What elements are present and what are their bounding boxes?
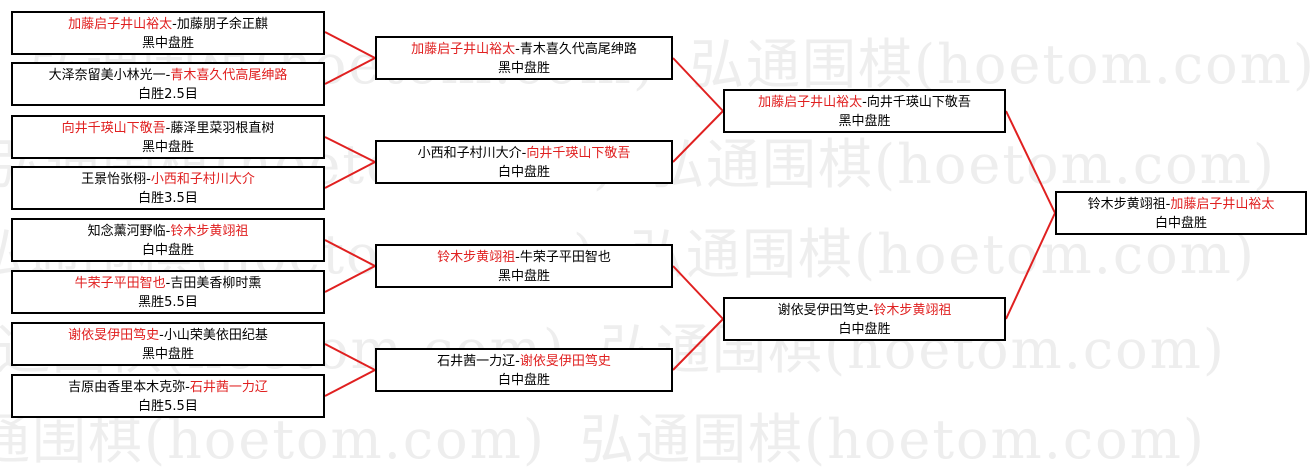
match-players: 吉原由香里本木克弥-石井茜一力辽	[68, 380, 268, 395]
bracket-connectors	[324, 31, 1056, 397]
match-result: 黑胜5.5目	[138, 295, 198, 310]
match-box: 知念薰河野临-铃木步黄翊祖 白中盘胜	[11, 218, 325, 262]
winner-pair: 青木喜久代高尾绅路	[170, 68, 288, 83]
loser-pair: 王景怡张栩	[81, 172, 147, 187]
match-result: 白中盘胜	[497, 165, 550, 180]
match-players: 王景怡张栩-小西和子村川大介	[81, 172, 255, 187]
match-result: 黑中盘胜	[141, 36, 194, 51]
loser-pair: 向井千瑛山下敬吾	[866, 95, 971, 110]
match-result: 白中盘胜	[1154, 216, 1207, 231]
loser-pair: 吉田美香柳时熏	[170, 276, 262, 291]
match-result: 白中盘胜	[497, 373, 550, 388]
loser-pair: 铃木步黄翊祖	[1087, 197, 1166, 212]
loser-pair: 藤泽里菜羽根直树	[170, 121, 275, 136]
winner-pair: 加藤启子井山裕太	[411, 42, 516, 57]
loser-pair: 知念薰河野临	[87, 224, 166, 239]
match-players: 石井茜一力辽-谢依旻伊田笃史	[437, 354, 611, 369]
winner-pair: 谢依旻伊田笃史	[519, 354, 611, 369]
match-players: 牛荣子平田智也-吉田美香柳时熏	[74, 276, 262, 291]
loser-pair: 小西和子村川大介	[417, 146, 522, 161]
match-players: 小西和子村川大介-向井千瑛山下敬吾	[417, 146, 631, 161]
connector-line	[324, 369, 376, 397]
winner-pair: 向井千瑛山下敬吾	[61, 121, 166, 136]
connector-line	[672, 110, 724, 163]
winner-pair: 铃木步黄翊祖	[873, 303, 952, 318]
winner-pair: 向井千瑛山下敬吾	[526, 146, 631, 161]
match-box: 向井千瑛山下敬吾-藤泽里菜羽根直树 黑中盘胜	[11, 115, 325, 159]
match-result: 黑中盘胜	[838, 114, 891, 129]
loser-pair: 谢依旻伊田笃史	[777, 303, 869, 318]
loser-pair: 牛荣子平田智也	[519, 250, 611, 265]
match-result: 黑中盘胜	[497, 61, 550, 76]
match-box: 大泽奈留美小林光一-青木喜久代高尾绅路 白胜2.5目	[11, 62, 325, 106]
connector-line	[324, 136, 376, 163]
match-result: 白中盘胜	[838, 322, 891, 337]
winner-pair: 加藤启子井山裕太	[758, 95, 863, 110]
winner-pair: 加藤启子井山裕太	[68, 17, 173, 32]
match-box: 谢依旻伊田笃史-小山荣美依田纪基 黑中盘胜	[11, 322, 325, 366]
winner-pair: 牛荣子平田智也	[74, 276, 166, 291]
match-players: 谢依旻伊田笃史-小山荣美依田纪基	[68, 328, 268, 343]
connector-line	[324, 343, 376, 371]
match-result: 白胜5.5目	[138, 399, 198, 414]
winner-pair: 铃木步黄翊祖	[437, 250, 516, 265]
connector-line	[324, 57, 376, 85]
match-box: 加藤启子井山裕太-青木喜久代高尾绅路 黑中盘胜	[375, 36, 673, 80]
match-players: 知念薰河野临-铃木步黄翊祖	[87, 224, 249, 239]
match-players: 加藤启子井山裕太-加藤朋子余正麒	[68, 17, 268, 32]
match-players: 加藤启子井山裕太-青木喜久代高尾绅路	[411, 42, 637, 57]
match-box: 吉原由香里本木克弥-石井茜一力辽 白胜5.5目	[11, 374, 325, 418]
winner-pair: 铃木步黄翊祖	[170, 224, 249, 239]
match-result: 黑中盘胜	[497, 269, 550, 284]
match-result: 白胜3.5目	[138, 191, 198, 206]
match-box: 小西和子村川大介-向井千瑛山下敬吾 白中盘胜	[375, 140, 673, 184]
connector-line	[1005, 212, 1056, 320]
loser-pair: 青木喜久代高尾绅路	[519, 42, 637, 57]
match-box: 石井茜一力辽-谢依旻伊田笃史 白中盘胜	[375, 348, 673, 392]
connector-line	[1005, 110, 1056, 214]
match-result: 白胜2.5目	[138, 87, 198, 102]
match-result: 黑中盘胜	[141, 347, 194, 362]
match-box: 谢依旻伊田笃史-铃木步黄翊祖 白中盘胜	[723, 297, 1006, 341]
connector-line	[324, 239, 376, 267]
match-box: 王景怡张栩-小西和子村川大介 白胜3.5目	[11, 166, 325, 210]
connector-line	[672, 318, 724, 371]
match-result: 白中盘胜	[141, 243, 194, 258]
match-box: 加藤启子井山裕太-加藤朋子余正麒 黑中盘胜	[11, 11, 325, 55]
loser-pair: 加藤朋子余正麒	[176, 17, 268, 32]
match-players: 铃木步黄翊祖-牛荣子平田智也	[437, 250, 611, 265]
winner-pair: 石井茜一力辽	[189, 380, 268, 395]
winner-pair: 加藤启子井山裕太	[1170, 197, 1275, 212]
match-players: 铃木步黄翊祖-加藤启子井山裕太	[1087, 197, 1275, 212]
match-players: 向井千瑛山下敬吾-藤泽里菜羽根直树	[61, 121, 275, 136]
connector-line	[672, 57, 724, 112]
winner-pair: 小西和子村川大介	[150, 172, 255, 187]
match-players: 谢依旻伊田笃史-铃木步黄翊祖	[777, 303, 952, 318]
loser-pair: 大泽奈留美小林光一	[48, 68, 166, 83]
match-box: 加藤启子井山裕太-向井千瑛山下敬吾 黑中盘胜	[723, 89, 1006, 133]
match-box: 铃木步黄翊祖-牛荣子平田智也 黑中盘胜	[375, 244, 673, 288]
connector-line	[324, 161, 376, 189]
loser-pair: 石井茜一力辽	[437, 354, 516, 369]
loser-pair: 小山荣美依田纪基	[163, 328, 268, 343]
connector-line	[672, 265, 724, 320]
match-players: 大泽奈留美小林光一-青木喜久代高尾绅路	[48, 68, 288, 83]
winner-pair: 谢依旻伊田笃史	[68, 328, 160, 343]
connector-line	[324, 31, 376, 59]
loser-pair: 吉原由香里本木克弥	[68, 380, 186, 395]
connector-line	[324, 265, 376, 293]
final-match-box: 铃木步黄翊祖-加藤启子井山裕太 白中盘胜	[1055, 191, 1307, 235]
match-result: 黑中盘胜	[141, 140, 194, 155]
match-players: 加藤启子井山裕太-向井千瑛山下敬吾	[758, 95, 971, 110]
match-box: 牛荣子平田智也-吉田美香柳时熏 黑胜5.5目	[11, 270, 325, 314]
